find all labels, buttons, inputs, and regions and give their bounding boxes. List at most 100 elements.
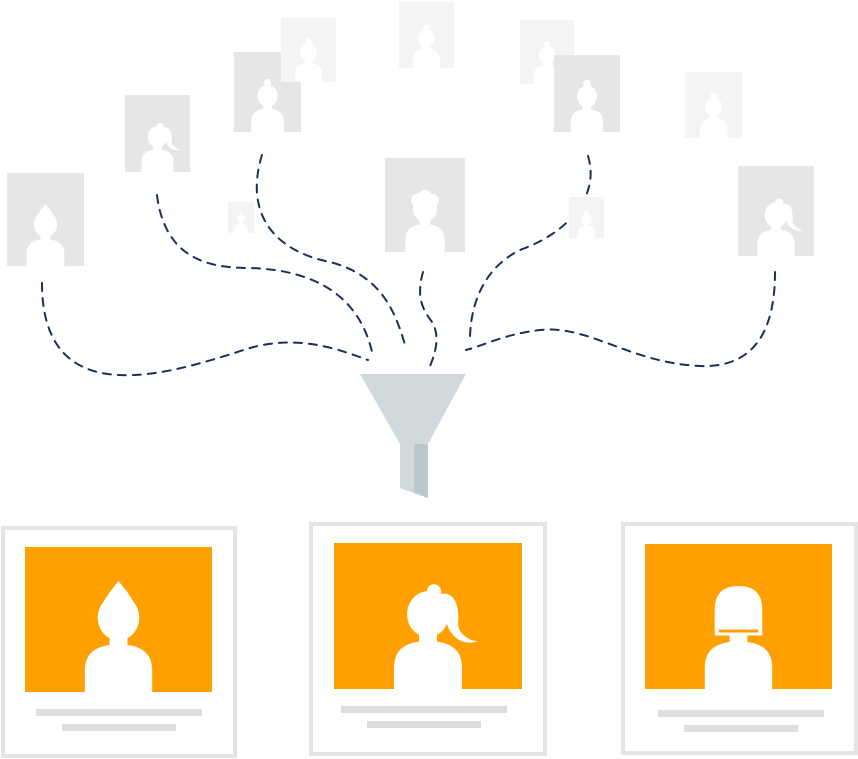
head-shape — [764, 202, 788, 228]
body-shape — [394, 641, 462, 690]
flow-path-right — [465, 271, 776, 368]
neck-shape — [153, 143, 162, 152]
hair-bob-edge — [718, 629, 759, 633]
body-shape — [533, 65, 561, 85]
selected-card-2 — [309, 522, 547, 756]
body-shape — [26, 239, 65, 266]
head-shape — [407, 591, 449, 638]
card-text-line — [658, 710, 824, 717]
funnel-icon — [360, 374, 466, 498]
avatar — [405, 189, 445, 252]
body-shape — [577, 225, 596, 238]
candidate-bun-upper — [234, 52, 301, 132]
person-silhouette-icon — [251, 78, 284, 132]
person-silhouette-icon — [533, 41, 561, 85]
selected-card-1 — [1, 526, 237, 758]
hair-knot — [775, 198, 784, 207]
candidate-tiny-right — [569, 197, 604, 238]
body-shape — [405, 224, 445, 252]
neck-shape — [419, 217, 431, 227]
avatar — [699, 92, 728, 138]
candidate-faint-top-2 — [399, 2, 454, 68]
flow-path-center — [419, 271, 438, 367]
head-shape — [300, 43, 317, 62]
candidate-faint-right — [685, 72, 742, 138]
flow-path-left — [41, 282, 369, 377]
head-shape — [147, 126, 168, 148]
person-silhouette-icon — [26, 203, 65, 266]
person-silhouette-icon — [704, 585, 773, 689]
avatar — [295, 38, 322, 82]
hair-bun — [423, 24, 430, 31]
hair-bun — [543, 41, 551, 48]
candidate-pool — [7, 2, 814, 266]
person-silhouette-icon — [413, 24, 440, 68]
card-text-line — [62, 724, 176, 731]
neck-shape — [263, 103, 272, 111]
avatar — [533, 41, 561, 85]
candidate-ponytail — [125, 95, 190, 172]
neck-shape — [543, 60, 551, 67]
body-shape — [699, 118, 728, 138]
head-shape — [704, 97, 723, 117]
funnel-cone — [360, 374, 466, 444]
flow-path-bun — [255, 154, 406, 346]
candidate-ponytail-right — [738, 166, 814, 256]
head-shape — [418, 29, 435, 48]
hair-ponytail — [780, 203, 804, 231]
body-shape — [84, 644, 153, 692]
candidate-tiny-left — [228, 202, 254, 233]
neck-shape — [422, 44, 431, 51]
avatar — [84, 581, 153, 692]
candidate-faint-top-1 — [281, 18, 336, 82]
flow-paths — [41, 154, 776, 377]
hair-curl — [426, 193, 439, 207]
hair-bun — [239, 212, 243, 216]
person-silhouette-icon — [394, 584, 478, 690]
avatar — [757, 198, 804, 256]
hair-bob — [714, 585, 763, 636]
hair-bun — [305, 38, 312, 45]
neck-shape — [584, 222, 589, 227]
head-shape — [33, 211, 58, 238]
head-shape — [97, 594, 140, 641]
person-silhouette-icon — [141, 122, 181, 172]
person-silhouette-icon — [577, 210, 596, 238]
neck-shape — [709, 113, 718, 120]
card-text-line — [684, 725, 798, 732]
body-shape — [251, 108, 284, 132]
candidate-bun-upper-right — [554, 55, 620, 132]
avatar — [394, 584, 478, 690]
hair-spike — [36, 203, 55, 217]
body-shape — [704, 641, 773, 689]
flow-path-ponytail — [156, 194, 373, 353]
person-silhouette-icon — [405, 189, 445, 252]
hair-knot — [157, 122, 164, 130]
hair-ponytail — [161, 127, 181, 151]
neck-shape — [304, 58, 313, 65]
person-silhouette-icon — [234, 212, 248, 233]
body-shape — [757, 229, 795, 256]
candidate-curly-center — [385, 158, 465, 252]
card-text-line — [367, 721, 481, 728]
person-silhouette-icon — [757, 198, 804, 256]
hair-knot — [427, 584, 441, 599]
body-shape — [234, 224, 248, 233]
hair-spike — [102, 581, 135, 603]
avatar — [26, 203, 65, 266]
hair-ponytail — [435, 593, 478, 643]
avatar — [704, 585, 773, 689]
funnel-spout-shade — [414, 444, 428, 498]
neck-shape — [771, 223, 781, 232]
avatar — [234, 212, 248, 233]
avatar — [570, 79, 604, 132]
hair-bun — [710, 92, 717, 100]
body-shape — [570, 109, 604, 132]
avatar — [413, 24, 440, 68]
hair-bun — [583, 79, 591, 88]
person-silhouette-icon — [699, 92, 728, 138]
avatar — [251, 78, 284, 132]
avatar — [141, 122, 181, 172]
